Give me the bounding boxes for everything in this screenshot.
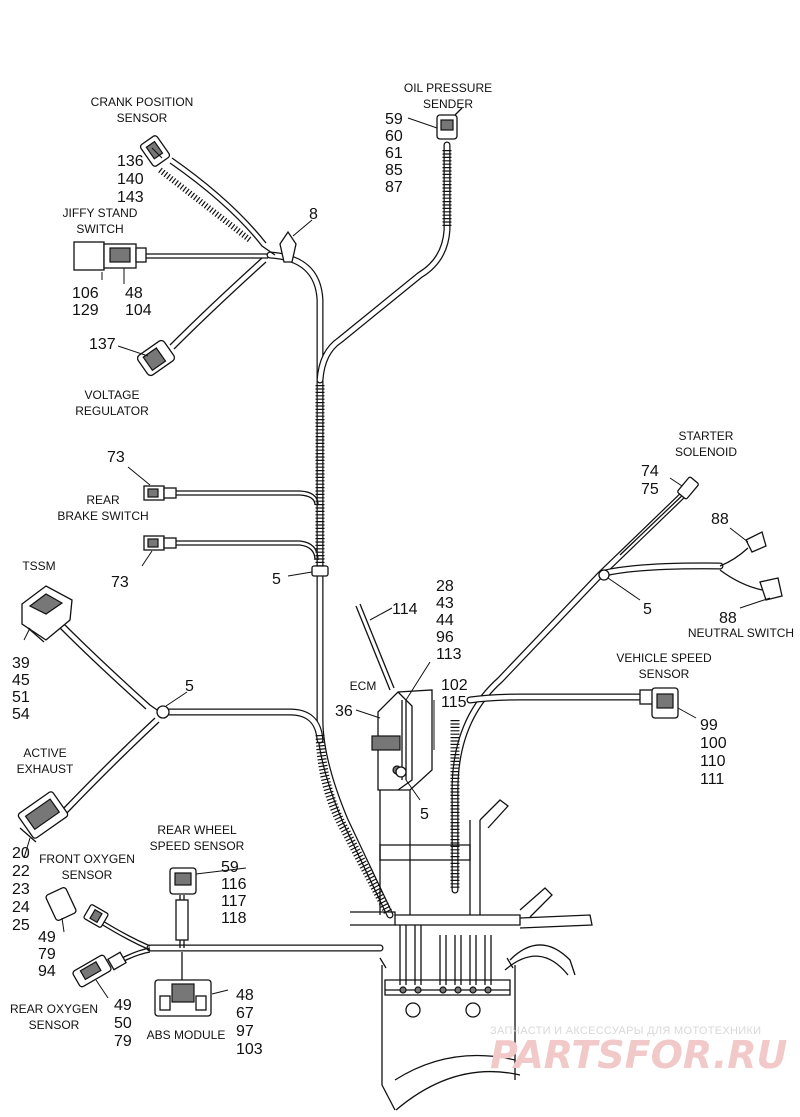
label-tssm: TSSM <box>22 559 55 573</box>
rear-oxygen-sensor <box>72 951 127 988</box>
callout-neutral-top: 88 <box>711 511 729 528</box>
label-neutral-switch: NEUTRAL SWITCH <box>688 626 794 640</box>
leader-lines <box>23 117 771 999</box>
harness-clip-8 <box>279 230 297 263</box>
voltage-regulator <box>136 339 176 377</box>
rear-brake-switch-connector-bottom <box>143 535 177 551</box>
label-ecm: ECM <box>350 679 377 693</box>
frame-outline <box>350 790 593 1111</box>
ecm <box>371 689 433 791</box>
rear-wheel-speed-sensor <box>169 867 197 941</box>
callout-brake-bottom: 73 <box>111 574 129 591</box>
watermark-brand: PARTSFOR.RU <box>490 1033 788 1077</box>
front-oxygen-sensor <box>45 886 109 928</box>
watermark-tagline: ЗАПЧАСТИ И АКСЕССУАРЫ ДЛЯ МОТОТЕХНИКИ <box>490 1025 761 1037</box>
callout-neutral-bottom: 88 <box>719 610 737 627</box>
watermark: ЗАПЧАСТИ И АКСЕССУАРЫ ДЛЯ МОТОТЕХНИКИ PA… <box>490 1025 788 1077</box>
callout-clamp-left: 5 <box>185 678 194 695</box>
neutral-switch-terminals <box>745 531 783 601</box>
clamp-ecm <box>395 766 407 778</box>
clamp-center <box>311 565 329 577</box>
callout-regulator: 137 <box>89 336 116 353</box>
callout-brake-top: 73 <box>107 449 125 466</box>
rear-brake-switch-connector-top <box>143 485 177 501</box>
clamp-right <box>598 569 610 581</box>
main-harness <box>146 141 724 952</box>
callout-clip-8: 8 <box>309 206 318 223</box>
jiffy-stand-switch <box>73 241 147 271</box>
callout-ecm-strap: 114 <box>392 601 418 618</box>
vehicle-speed-sensor <box>639 687 679 719</box>
callout-clamp-right: 5 <box>643 601 652 618</box>
callout-clamp-center: 5 <box>272 571 281 588</box>
abs-module <box>154 979 212 1017</box>
callout-ecm-left: 36 <box>335 703 353 720</box>
callout-clamp-ecm: 5 <box>420 806 429 823</box>
starter-solenoid <box>677 476 699 500</box>
convolute-sleeving <box>158 150 460 915</box>
oil-pressure-sender <box>436 107 463 140</box>
clamp-left <box>156 705 170 719</box>
tssm-module <box>21 585 73 643</box>
label-abs-module: ABS MODULE <box>147 1028 226 1042</box>
active-exhaust-connector <box>17 791 69 843</box>
